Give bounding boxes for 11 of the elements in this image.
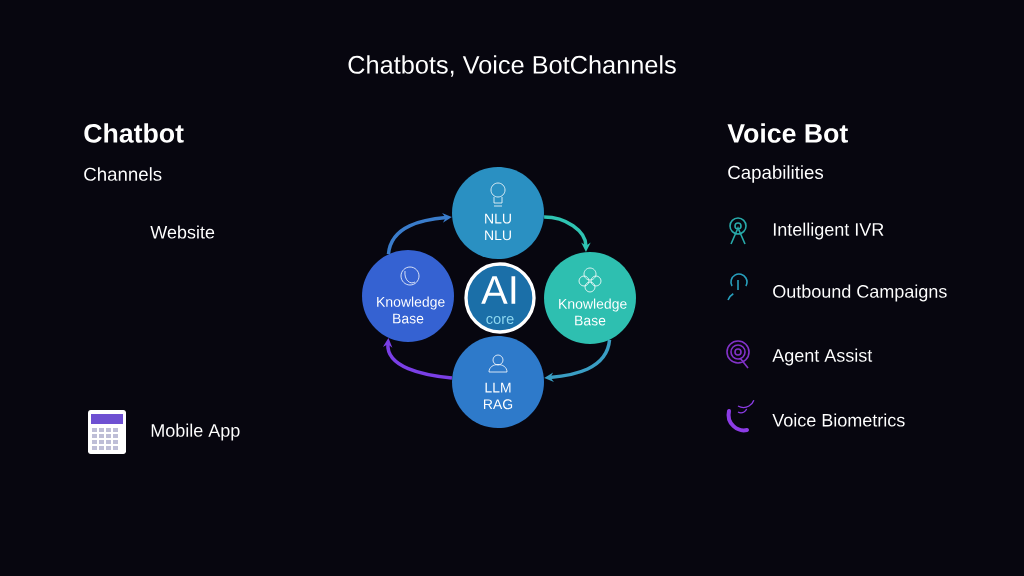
section-heading: Voice Bot	[727, 123, 848, 143]
section-heading: Chatbot	[84, 123, 184, 143]
section-subheading: Channels	[84, 167, 162, 181]
item-label: Agent Assist	[772, 348, 873, 366]
title: Chatbots, Voice BotChannels	[348, 55, 676, 77]
item-label: Website	[150, 225, 215, 239]
item-label: Intelligent IVR	[773, 222, 884, 240]
section-subheading: Capabilities	[728, 165, 824, 183]
item-label: Voice Biometrics	[772, 413, 905, 427]
item-label: Mobile App	[151, 423, 240, 441]
item-label: Outbound Campaigns	[773, 284, 947, 302]
